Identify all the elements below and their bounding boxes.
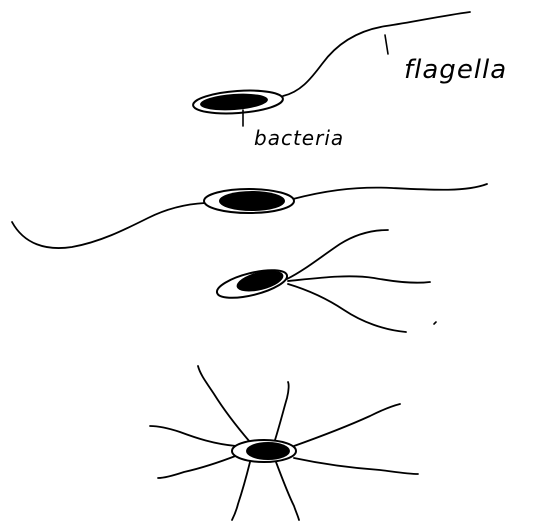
flagellum-middle — [288, 276, 430, 282]
flagella-label: flagella — [404, 55, 507, 85]
cell-body — [192, 88, 283, 116]
flagellum-upper — [287, 230, 388, 279]
flagellum-bottom-left — [232, 462, 250, 520]
flagellum-right — [293, 184, 487, 199]
bacterium-lophotrichous — [214, 230, 436, 332]
stray-dot — [434, 322, 436, 324]
flagella-label-pointer — [385, 35, 388, 54]
cell-body — [214, 265, 289, 304]
flagellum-left — [12, 203, 205, 248]
flagellum-top-right — [275, 382, 289, 440]
flagellum-left — [150, 426, 236, 446]
flagellum-lower-right — [294, 458, 418, 474]
flagellum-lower — [288, 284, 406, 332]
bacterium-amphitrichous — [12, 184, 487, 248]
flagellum-lower-left — [158, 455, 238, 478]
bacteria-label: bacteria — [254, 126, 344, 150]
flagellum-top-left — [198, 366, 250, 442]
cell-body — [232, 440, 296, 462]
bacterium-peritrichous — [150, 366, 418, 520]
flagellum-right — [294, 404, 400, 446]
flagellum-bottom-right — [276, 462, 299, 520]
cell-body — [204, 189, 294, 213]
